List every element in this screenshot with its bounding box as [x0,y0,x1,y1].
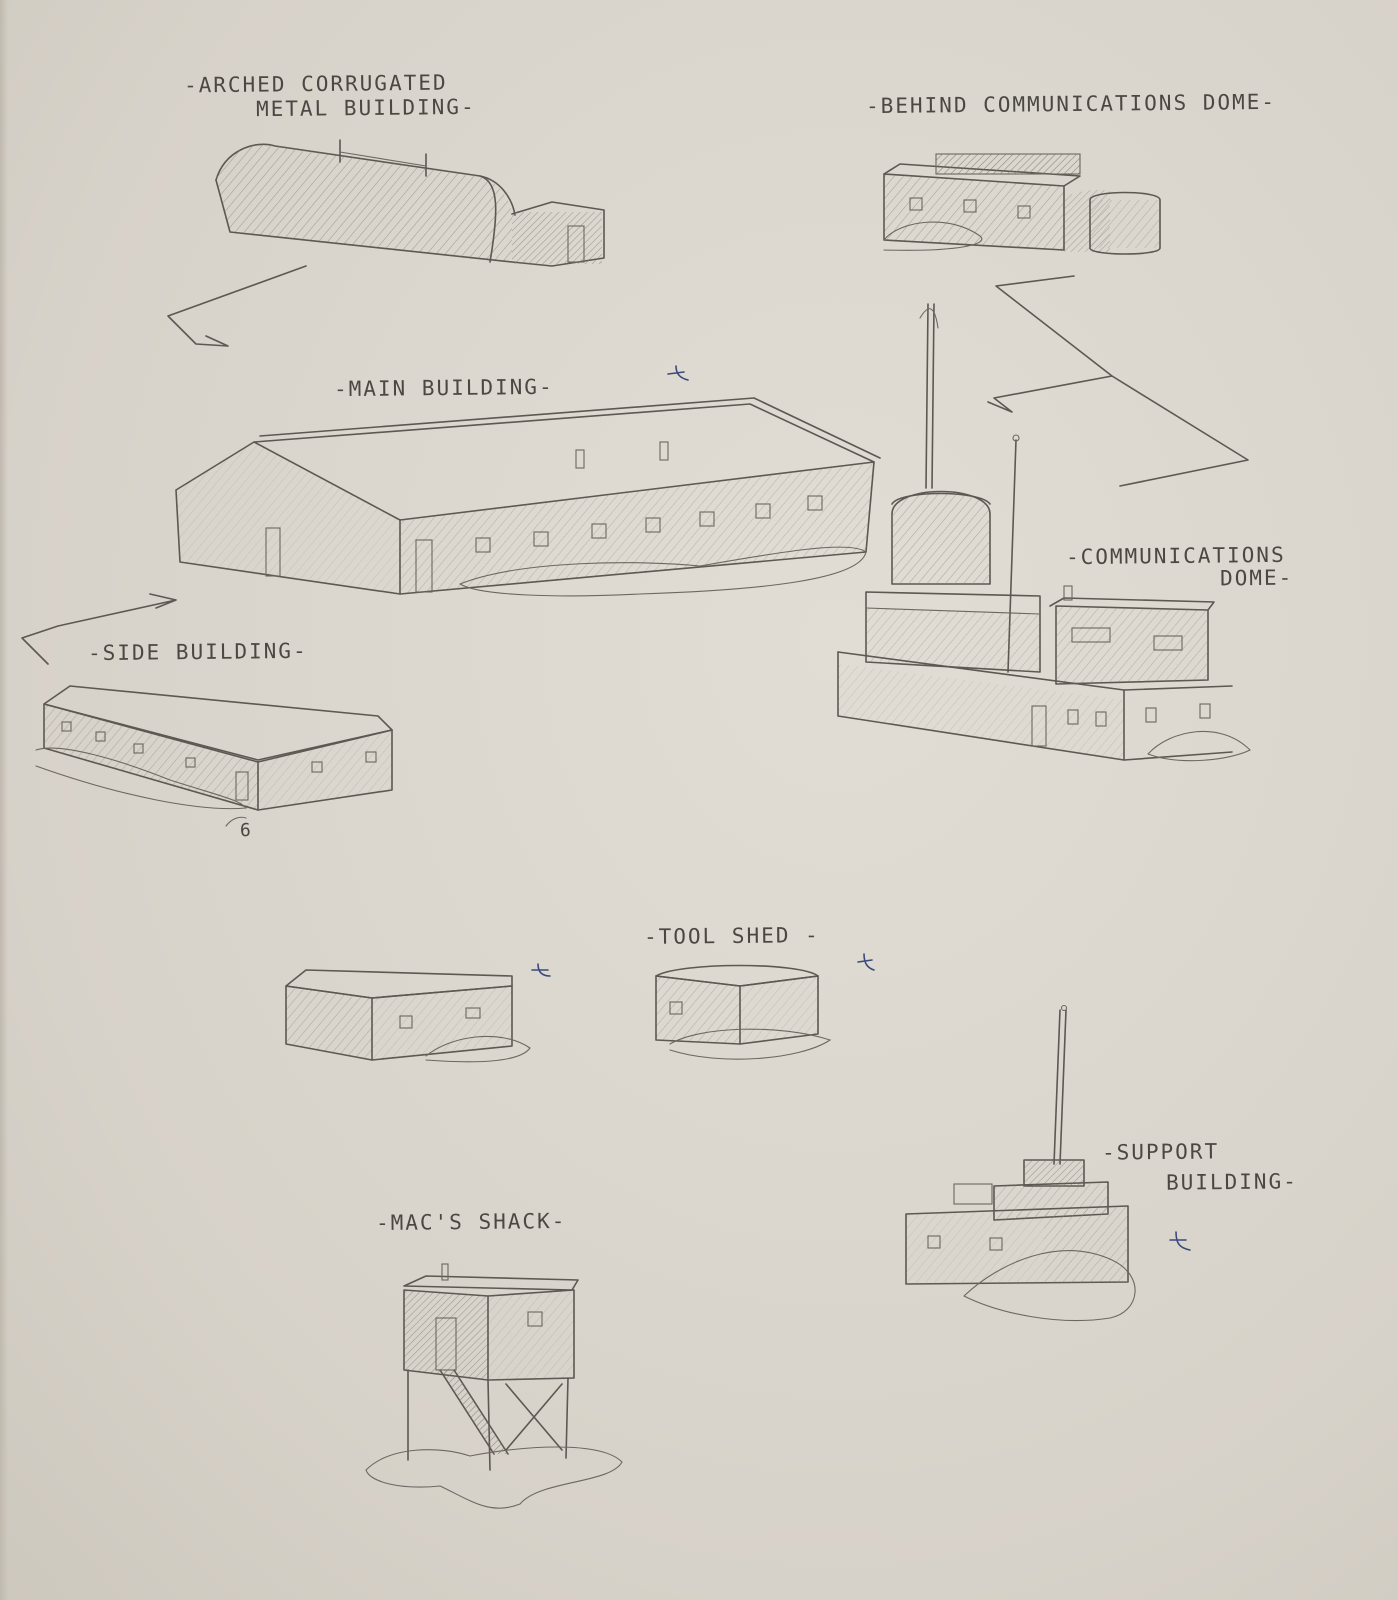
main-building-sketch [175,397,881,597]
label-side-building: -SIDE BUILDING- [87,638,308,666]
label-arched-line1: -ARCHED CORRUGATED [183,70,448,98]
label-support-line2: BUILDING- [1165,1169,1298,1195]
behind-comms-dome-sketch [883,153,1161,255]
ink-check-marks [531,365,1191,1251]
arrow-to-main [167,265,307,347]
label-behind-comms-dome: -BEHIND COMMUNICATIONS DOME- [865,89,1277,119]
tool-shed-sketch [655,964,832,1060]
arrow-to-side [21,593,177,665]
paper-edge [0,0,8,1600]
macs-shack-sketch [365,1263,623,1509]
label-main-building: -MAIN BUILDING- [333,374,554,402]
label-support-line1: -SUPPORT [1101,1139,1220,1165]
small-shed-sketch [285,969,531,1063]
label-tool-shed: -TOOL SHED - [643,923,820,949]
label-arched-line2: METAL BUILDING- [255,94,476,122]
side-building-sketch [35,685,393,827]
communications-dome-sketch [837,303,1251,762]
label-macs-shack: -MAC'S SHACK- [375,1209,567,1235]
arched-metal-building-sketch [215,139,605,267]
arrow-to-comms [987,275,1249,487]
support-building-sketch [905,1004,1136,1322]
label-side-note: 6 [239,819,253,842]
label-comms-line2: DOME- [1219,565,1294,591]
